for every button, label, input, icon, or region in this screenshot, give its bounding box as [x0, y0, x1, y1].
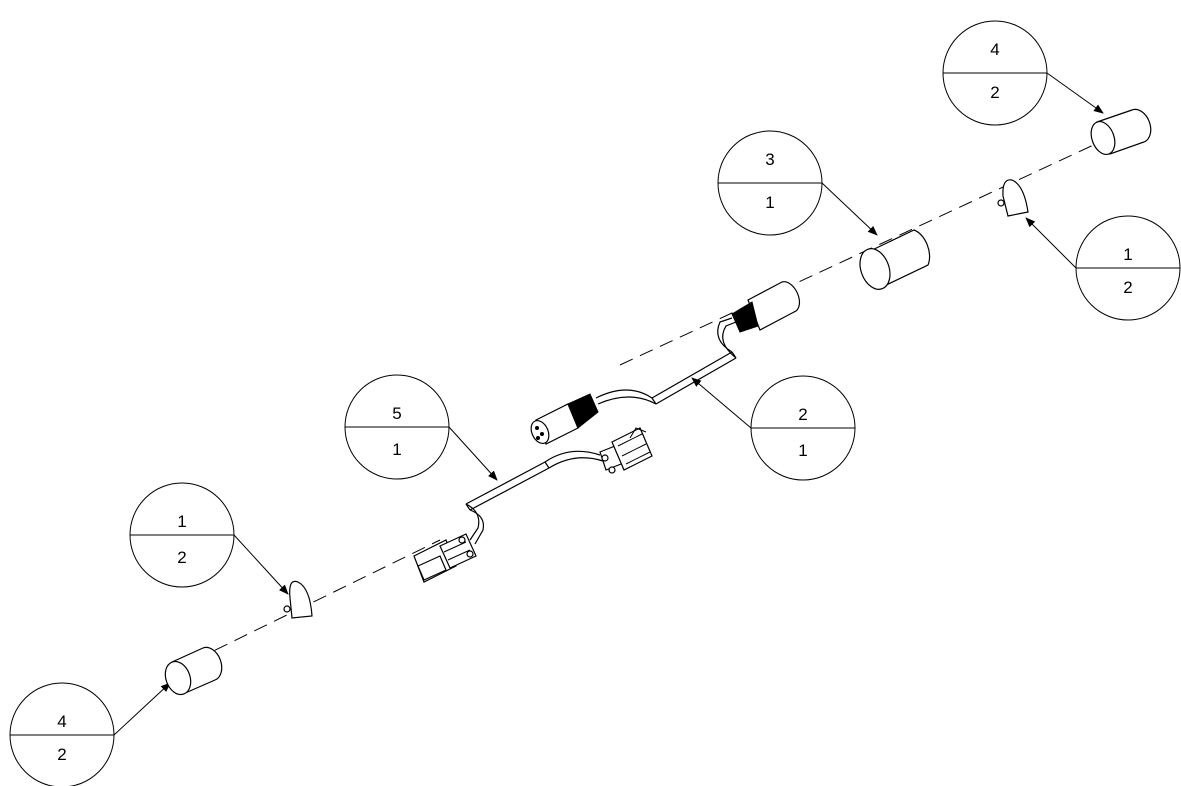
balloon-item-3: 3 1: [717, 130, 823, 236]
leader-line-item-3: [821, 182, 878, 236]
cable-harness: [465, 317, 737, 545]
leader-line-item-2: [691, 377, 752, 429]
balloon-quantity: 2: [177, 548, 186, 567]
balloon-item-5: 5 1: [344, 374, 450, 480]
balloon-quantity: 2: [1123, 278, 1132, 297]
cable-clip-left: [283, 580, 313, 619]
balloon-quantity: 2: [990, 83, 999, 102]
leader-line-item-1-left: [233, 534, 289, 595]
balloon-quantity: 1: [392, 440, 401, 459]
balloon-quantity: 2: [57, 745, 66, 764]
balloon-quantity: 1: [765, 193, 774, 212]
balloon-item-4-top: 4 2: [942, 20, 1048, 126]
balloon-item-number: 4: [990, 40, 999, 59]
leader-line-item-4-bottom: [113, 682, 171, 736]
leader-line-item-4-top: [1046, 72, 1104, 114]
cable-clip-right: [997, 179, 1029, 217]
balloon-item-number: 4: [57, 712, 66, 731]
balloon-item-4-bottom: 4 2: [9, 682, 115, 786]
leader-line-item-5: [448, 426, 498, 481]
balloon-item-1-left: 1 2: [129, 482, 235, 588]
end-cap-bottom: [164, 646, 223, 696]
end-cap-top: [1090, 108, 1152, 156]
balloon-item-number: 2: [798, 405, 807, 424]
xlr-male-connector: [731, 281, 801, 333]
sleeve: [859, 229, 931, 290]
balloon-quantity: 1: [798, 441, 807, 460]
balloon-item-2: 2 1: [750, 375, 856, 481]
dsub-connector-left: [413, 533, 477, 583]
balloon-item-number: 1: [1123, 245, 1132, 264]
leader-line-item-1-right: [1025, 217, 1077, 269]
balloon-item-1-right: 1 2: [1075, 215, 1181, 321]
xlr-female-connector: [530, 393, 599, 445]
assembly-axis-left: [194, 539, 441, 661]
balloon-item-number: 5: [392, 404, 401, 423]
dsub-connector-right: [599, 427, 653, 474]
balloon-item-number: 3: [765, 150, 774, 169]
balloon-item-number: 1: [177, 512, 186, 531]
